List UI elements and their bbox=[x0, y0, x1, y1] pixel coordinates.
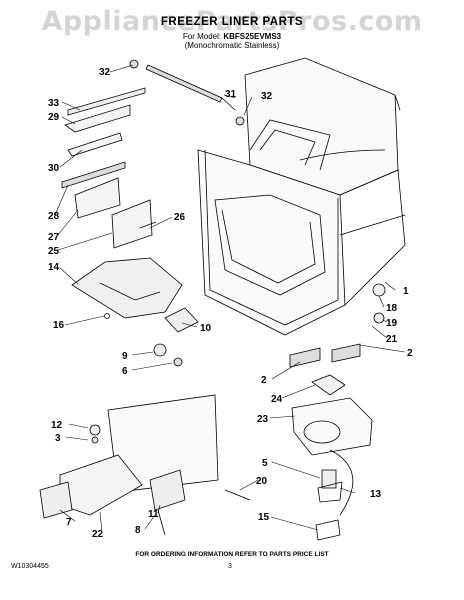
page-number: 3 bbox=[228, 563, 232, 570]
bottom-duct-part bbox=[39, 394, 251, 536]
callout-label: 5 bbox=[262, 458, 268, 469]
document-number: W10304455 bbox=[11, 563, 49, 570]
callout-label: 25 bbox=[48, 246, 60, 257]
callout-label: 13 bbox=[370, 489, 382, 500]
callout-label: 2 bbox=[407, 348, 413, 359]
page-subtitle: (Monochromatic Stainless) bbox=[184, 41, 280, 50]
fan-bracket-part bbox=[289, 343, 373, 541]
watermark: AppliancePartsPros.com bbox=[41, 6, 423, 37]
callout-label: 2 bbox=[261, 375, 267, 386]
callout-label: 16 bbox=[53, 320, 65, 331]
callout-label: 26 bbox=[174, 212, 186, 223]
small-fasteners bbox=[89, 59, 386, 444]
callout-label: 30 bbox=[48, 163, 60, 174]
callout-label: 27 bbox=[48, 232, 60, 243]
leader-lines bbox=[54, 64, 406, 533]
page-title: FREEZER LINER PARTS bbox=[160, 16, 304, 28]
callout-label: 28 bbox=[48, 211, 60, 222]
callout-label: 21 bbox=[386, 334, 398, 345]
callout-labels: 32 31 32 33 29 30 28 27 26 25 14 16 10 1… bbox=[48, 67, 413, 540]
callout-label: 19 bbox=[386, 318, 398, 329]
callout-label: 33 bbox=[48, 98, 60, 109]
evaporator-cover-part bbox=[71, 257, 199, 333]
callout-label: 22 bbox=[92, 529, 104, 540]
callout-label: 32 bbox=[99, 67, 111, 78]
callout-label: 3 bbox=[55, 433, 61, 444]
callout-label: 6 bbox=[122, 366, 128, 377]
callout-label: 14 bbox=[48, 262, 60, 273]
ordering-info: FOR ORDERING INFORMATION REFER TO PARTS … bbox=[135, 551, 329, 558]
model-number: KBFS25EVMS3 bbox=[223, 32, 282, 41]
callout-label: 9 bbox=[122, 351, 128, 362]
callout-label: 11 bbox=[148, 509, 159, 520]
callout-label: 20 bbox=[256, 476, 268, 487]
callout-label: 29 bbox=[48, 112, 60, 123]
model-prefix: For Model: bbox=[182, 32, 222, 41]
callout-label: 23 bbox=[257, 414, 269, 425]
callout-label: 7 bbox=[66, 517, 72, 528]
left-rail-assembly bbox=[61, 87, 157, 249]
callout-label: 32 bbox=[261, 91, 273, 102]
callout-label: 15 bbox=[258, 512, 270, 523]
freezer-liner bbox=[197, 57, 406, 336]
shelf-rail-part bbox=[145, 64, 236, 111]
callout-label: 18 bbox=[386, 303, 398, 314]
callout-label: 10 bbox=[200, 323, 212, 334]
callout-label: 31 bbox=[225, 89, 237, 100]
model-line: For Model: KBFS25EVMS3 bbox=[0, 32, 464, 41]
callout-label: 1 bbox=[403, 286, 409, 297]
callout-label: 12 bbox=[51, 420, 63, 431]
callout-label: 8 bbox=[135, 525, 141, 536]
callout-label: 24 bbox=[271, 394, 283, 405]
